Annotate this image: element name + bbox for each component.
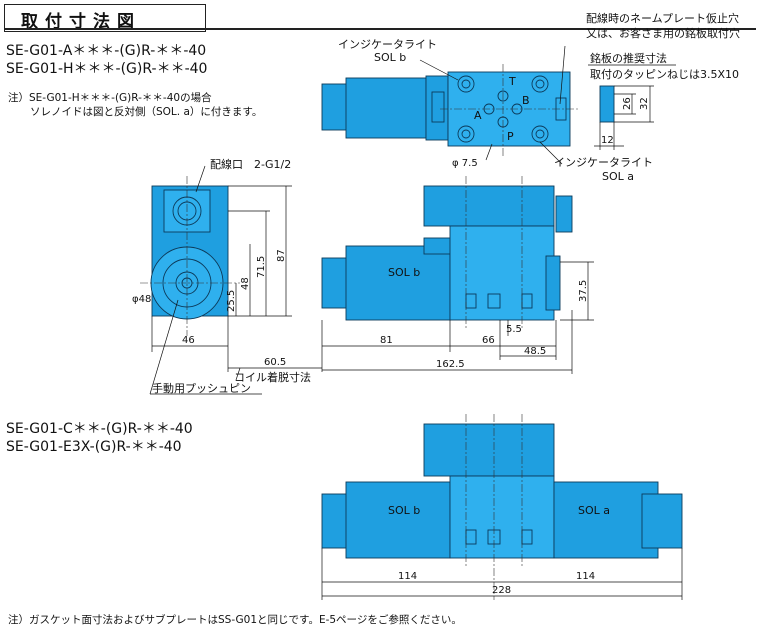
nameplate-shape (599, 85, 615, 123)
indicator-label-b: インジケータライト (338, 38, 437, 51)
dim-66: 66 (482, 335, 495, 346)
ce-valve-body (449, 475, 555, 559)
model-line-4: SE-G01-E3X-(G)R-＊＊-40 (6, 439, 182, 455)
dim-48-5: 48.5 (524, 346, 546, 357)
nameplate-label-2: 又は、お客さま用の銘板取付穴 (586, 26, 740, 40)
page-title: 取付寸法図 (21, 12, 141, 32)
ce-coil-cap-right (641, 493, 683, 549)
model-line-1: SE-G01-A＊＊＊-(G)R-＊＊-40 (6, 43, 207, 59)
port-p-label: P (507, 130, 514, 143)
port-t-label: T (508, 75, 516, 88)
front-view-ce: SOL b SOL a 114 114 228 (321, 414, 683, 600)
dim-60-5: 60.5 (264, 357, 286, 368)
top-coil-body (345, 77, 427, 139)
dim-25-5: 25.5 (226, 290, 237, 312)
sol-a-label-top: SOL a (602, 170, 634, 183)
top-connector (425, 75, 449, 141)
dim-162-5: 162.5 (436, 359, 465, 370)
dim-5-5: 5.5 (506, 324, 522, 335)
top-bolt-hole-1 (457, 75, 475, 93)
sol-b-label-bottom: SOL b (388, 504, 420, 517)
nameplate-label-3: 銘板の推奨寸法 (590, 51, 667, 65)
nameplate-label-4: 取付のタッピンねじは3.5X10 (590, 68, 739, 81)
wiring-port-label: 配線口 2-G1/2 (210, 157, 291, 171)
sol-a-label-bottom: SOL a (578, 504, 610, 517)
note-top-2: ソレノイドは図と反対側（SOL. a）に付きます。 (30, 106, 263, 118)
nameplate-detail: 26 32 12 (594, 85, 654, 150)
dim-46: 46 (182, 335, 195, 346)
front-top-block (423, 185, 555, 227)
sol-b-label-front: SOL b (388, 266, 420, 279)
dim-48: 48 (240, 277, 251, 290)
top-bolt-hole-2 (531, 75, 549, 93)
port-a-label: A (474, 109, 482, 122)
dim-phi-48: φ48 (132, 294, 151, 305)
dim-81: 81 (380, 335, 393, 346)
dim-87: 87 (276, 249, 287, 262)
front-valve-body (449, 225, 555, 321)
nameplate-label-1: 配線時のネームプレート仮止穴 (586, 11, 739, 25)
ce-coil-left (345, 481, 451, 559)
side-view: 87 71.5 48 25.5 φ48 46 配線口 2-G1/2 (132, 157, 292, 352)
dim-32: 32 (639, 97, 650, 110)
model-line-2: SE-G01-H＊＊＊-(G)R-＊＊-40 (6, 61, 208, 77)
port-b-label: B (522, 94, 530, 107)
coil-removal-label: コイル着脱寸法 (234, 370, 311, 384)
front-coil-body (345, 245, 451, 321)
note-bottom: 注）ガスケット面寸法およびサブプレートはSS-G01と同じです。E-5ページをご… (8, 614, 462, 626)
sol-b-label-top: SOL b (374, 51, 406, 64)
title-rule (4, 28, 756, 30)
top-view: T A B P インジケータライト SOL b インジケータライト SOL a … (321, 11, 740, 183)
title-box: 取付寸法図 (4, 4, 206, 32)
port-t-hole (497, 90, 509, 102)
ce-coil-right (553, 481, 659, 559)
dim-26: 26 (622, 97, 633, 110)
dim-71-5: 71.5 (256, 256, 267, 278)
top-bolt-hole-3 (457, 125, 475, 143)
ce-top-block (423, 423, 555, 477)
front-view-ah: SOL b 37.5 81 66 5.5 48.5 162.5 60.5 コイル… (149, 176, 594, 395)
dim-228: 228 (492, 585, 511, 596)
dim-37-5: 37.5 (578, 280, 589, 302)
note-top-1: 注）SE-G01-H＊＊＊-(G)R-＊＊-40の場合 (8, 92, 212, 104)
dim-phi-7-5: φ 7.5 (452, 158, 478, 169)
dim-12: 12 (601, 135, 614, 146)
manual-pin-label: 手動用プッシュピン (152, 381, 251, 395)
dim-114-left: 114 (398, 571, 417, 582)
dim-114-right: 114 (576, 571, 595, 582)
model-line-3: SE-G01-C＊＊-(G)R-＊＊-40 (6, 421, 193, 437)
indicator-label-a: インジケータライト (554, 156, 653, 169)
